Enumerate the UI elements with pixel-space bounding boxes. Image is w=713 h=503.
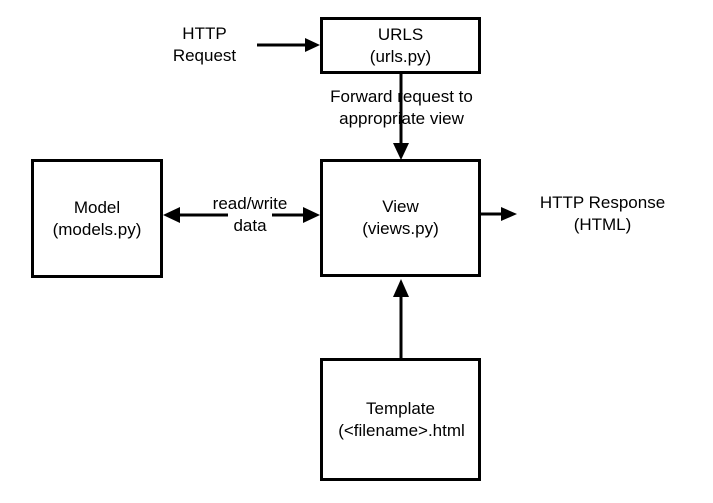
template-node-file: (<filename>.html [338, 420, 465, 440]
http-response-label-line1: HTTP Response [539, 193, 666, 212]
template-node[interactable]: Template (<filename>.html [320, 358, 481, 481]
model-node[interactable]: Model (models.py) [31, 159, 163, 278]
http-request-label: HTTP Request [152, 20, 257, 70]
edge-model-to-view [272, 207, 320, 223]
view-node-title: View [382, 197, 419, 216]
urls-node-title: URLS [377, 24, 424, 44]
forward-request-label-line2: appropriate view [339, 109, 464, 128]
urls-node[interactable]: URLS (urls.py) [320, 17, 481, 74]
read-write-data-label-line2: data [233, 216, 267, 235]
model-node-title: Model [73, 197, 121, 217]
urls-node-file: (urls.py) [369, 46, 432, 66]
read-write-data-label: read/write data [200, 191, 300, 239]
template-node-title: Template [366, 398, 435, 418]
http-request-label-line1: HTTP [182, 24, 227, 43]
view-node-file: (views.py) [362, 219, 439, 238]
http-response-label: HTTP Response (HTML) [531, 190, 674, 238]
read-write-data-label-line1: read/write [212, 194, 288, 213]
forward-request-label: Forward request to appropriate view [314, 85, 489, 131]
http-request-label-line2: Request [172, 46, 237, 65]
view-node[interactable]: View (views.py) [320, 159, 481, 277]
model-node-file: (models.py) [52, 219, 142, 239]
edge-request-to-urls [257, 38, 320, 52]
http-response-label-line2: (HTML) [573, 215, 632, 234]
edge-urls-to-view [393, 74, 409, 160]
edge-template-to-view [393, 279, 409, 358]
edge-view-to-response [481, 207, 517, 221]
edge-view-to-model [163, 207, 228, 223]
forward-request-label-line1: Forward request to [330, 87, 473, 106]
